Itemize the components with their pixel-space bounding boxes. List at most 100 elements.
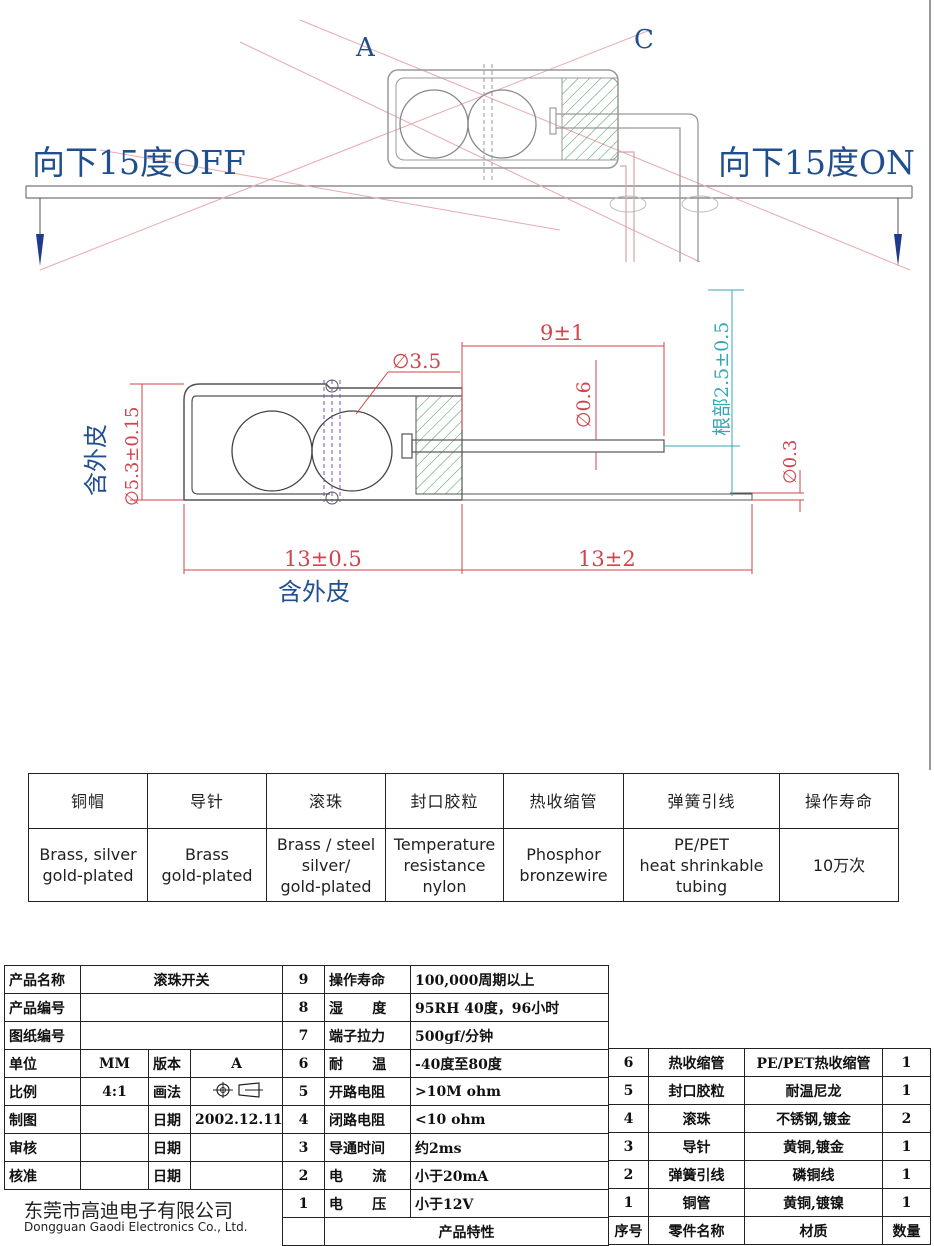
table-cell: 审核 <box>4 1133 81 1162</box>
spec-no: 9 <box>282 965 326 994</box>
table-cell: 日期 <box>148 1161 191 1190</box>
material-value-line: Brass / steel <box>276 834 376 854</box>
dim-body-len: 13±0.5 <box>284 547 362 571</box>
table-cell: MM <box>80 1049 149 1078</box>
tilt-on-label: 向下15度ON <box>718 143 915 182</box>
label-c: C <box>634 25 654 55</box>
material-header-cell: 弹簧引线 <box>623 773 780 829</box>
material-header-cell: 导针 <box>147 773 267 829</box>
spec-name: 操作寿命 <box>324 965 412 994</box>
dim-root: 根部2.5±0.5 <box>711 322 733 436</box>
section-view <box>183 379 753 505</box>
table-cell: 产品编号 <box>4 993 81 1022</box>
spec-name: 电 压 <box>324 1189 412 1218</box>
table-cell: 4:1 <box>80 1077 149 1106</box>
material-header-cell: 封口胶粒 <box>385 773 504 829</box>
table-cell <box>80 1133 149 1162</box>
bom-material: 黄铜,镀镍 <box>744 1188 883 1217</box>
table-cell: 日期 <box>148 1133 191 1162</box>
material-value-cell: 10万次 <box>779 828 899 902</box>
bom-material: 不锈钢,镀金 <box>744 1104 883 1133</box>
material-header-cell: 铜帽 <box>28 773 148 829</box>
down-arrow-left-icon <box>36 234 44 266</box>
bom-qty: 1 <box>882 1160 931 1189</box>
bom-material: 磷铜线 <box>744 1160 883 1189</box>
bom-no: 5 <box>608 1076 649 1105</box>
material-header-cell: 热收缩管 <box>503 773 624 829</box>
spec-no: 6 <box>282 1049 326 1078</box>
table-cell: 滚珠开关 <box>79 965 284 994</box>
table-cell: 产品名称 <box>4 965 81 994</box>
bom-no: 2 <box>608 1160 649 1189</box>
table-cell: 2002.12.11 <box>189 1105 284 1134</box>
technical-drawing: A C 向下15度OFF 向下15度ON <box>25 0 931 770</box>
table-cell: 制图 <box>4 1105 81 1134</box>
spec-value: <10 ohm <box>410 1105 610 1134</box>
spec-footer-label: 产品特性 <box>324 1217 610 1246</box>
bom-qty: 1 <box>882 1132 931 1161</box>
material-value-line: nylon <box>422 876 467 896</box>
table-cell: 画法 <box>148 1077 191 1106</box>
spec-value: >10M ohm <box>410 1077 610 1106</box>
spec-no: 3 <box>282 1133 326 1162</box>
table-cell: 比例 <box>4 1077 81 1106</box>
material-value-line: Temperature <box>393 834 496 854</box>
spec-value: 95RH 40度，96小时 <box>410 993 610 1022</box>
spec-name: 耐 温 <box>324 1049 412 1078</box>
spec-value: 500gf/分钟 <box>410 1021 610 1050</box>
material-value-line: silver/ <box>301 855 351 875</box>
bom-qty: 2 <box>882 1104 931 1133</box>
incl-sleeve-side: 含外皮 <box>82 424 110 496</box>
table-cell: 核准 <box>4 1161 81 1190</box>
table-cell: 版本 <box>148 1049 191 1078</box>
company-name-cn: 东莞市高迪电子有限公司 <box>24 1200 234 1222</box>
company-cell <box>4 1189 284 1246</box>
table-cell <box>79 993 284 1022</box>
spec-value: 小于12V <box>410 1189 610 1218</box>
bom-part: 封口胶粒 <box>648 1076 745 1105</box>
bom-header-cell: 数量 <box>882 1216 931 1245</box>
bom-no: 3 <box>608 1132 649 1161</box>
material-header-cell: 操作寿命 <box>779 773 899 829</box>
bom-qty: 1 <box>882 1048 931 1077</box>
material-value-line: heat shrinkable <box>639 855 764 875</box>
bom-material: 耐温尼龙 <box>744 1076 883 1105</box>
tilt-view <box>25 19 913 271</box>
bom-part: 导针 <box>648 1132 745 1161</box>
bom-part: 弹簧引线 <box>648 1160 745 1189</box>
spec-name: 闭路电阻 <box>324 1105 412 1134</box>
table-cell <box>80 1105 149 1134</box>
spec-no: 5 <box>282 1077 326 1106</box>
bom-header-row: 序号零件名称材质数量 <box>608 1216 931 1245</box>
bom-part: 热收缩管 <box>648 1048 745 1077</box>
bom-no: 4 <box>608 1104 649 1133</box>
material-value-line: resistance <box>403 855 486 875</box>
spec-no: 4 <box>282 1105 326 1134</box>
spec-no: 7 <box>282 1021 326 1050</box>
material-header-row: 铜帽导针滚珠封口胶粒热收缩管弹簧引线操作寿命 <box>28 773 899 829</box>
incl-sleeve-bottom: 含外皮 <box>278 578 350 606</box>
table-cell: 单位 <box>4 1049 81 1078</box>
material-header-cell: 滚珠 <box>266 773 386 829</box>
bom-header-cell: 材质 <box>744 1216 883 1245</box>
down-arrow-right-icon <box>894 234 902 266</box>
spec-name: 湿 度 <box>324 993 412 1022</box>
